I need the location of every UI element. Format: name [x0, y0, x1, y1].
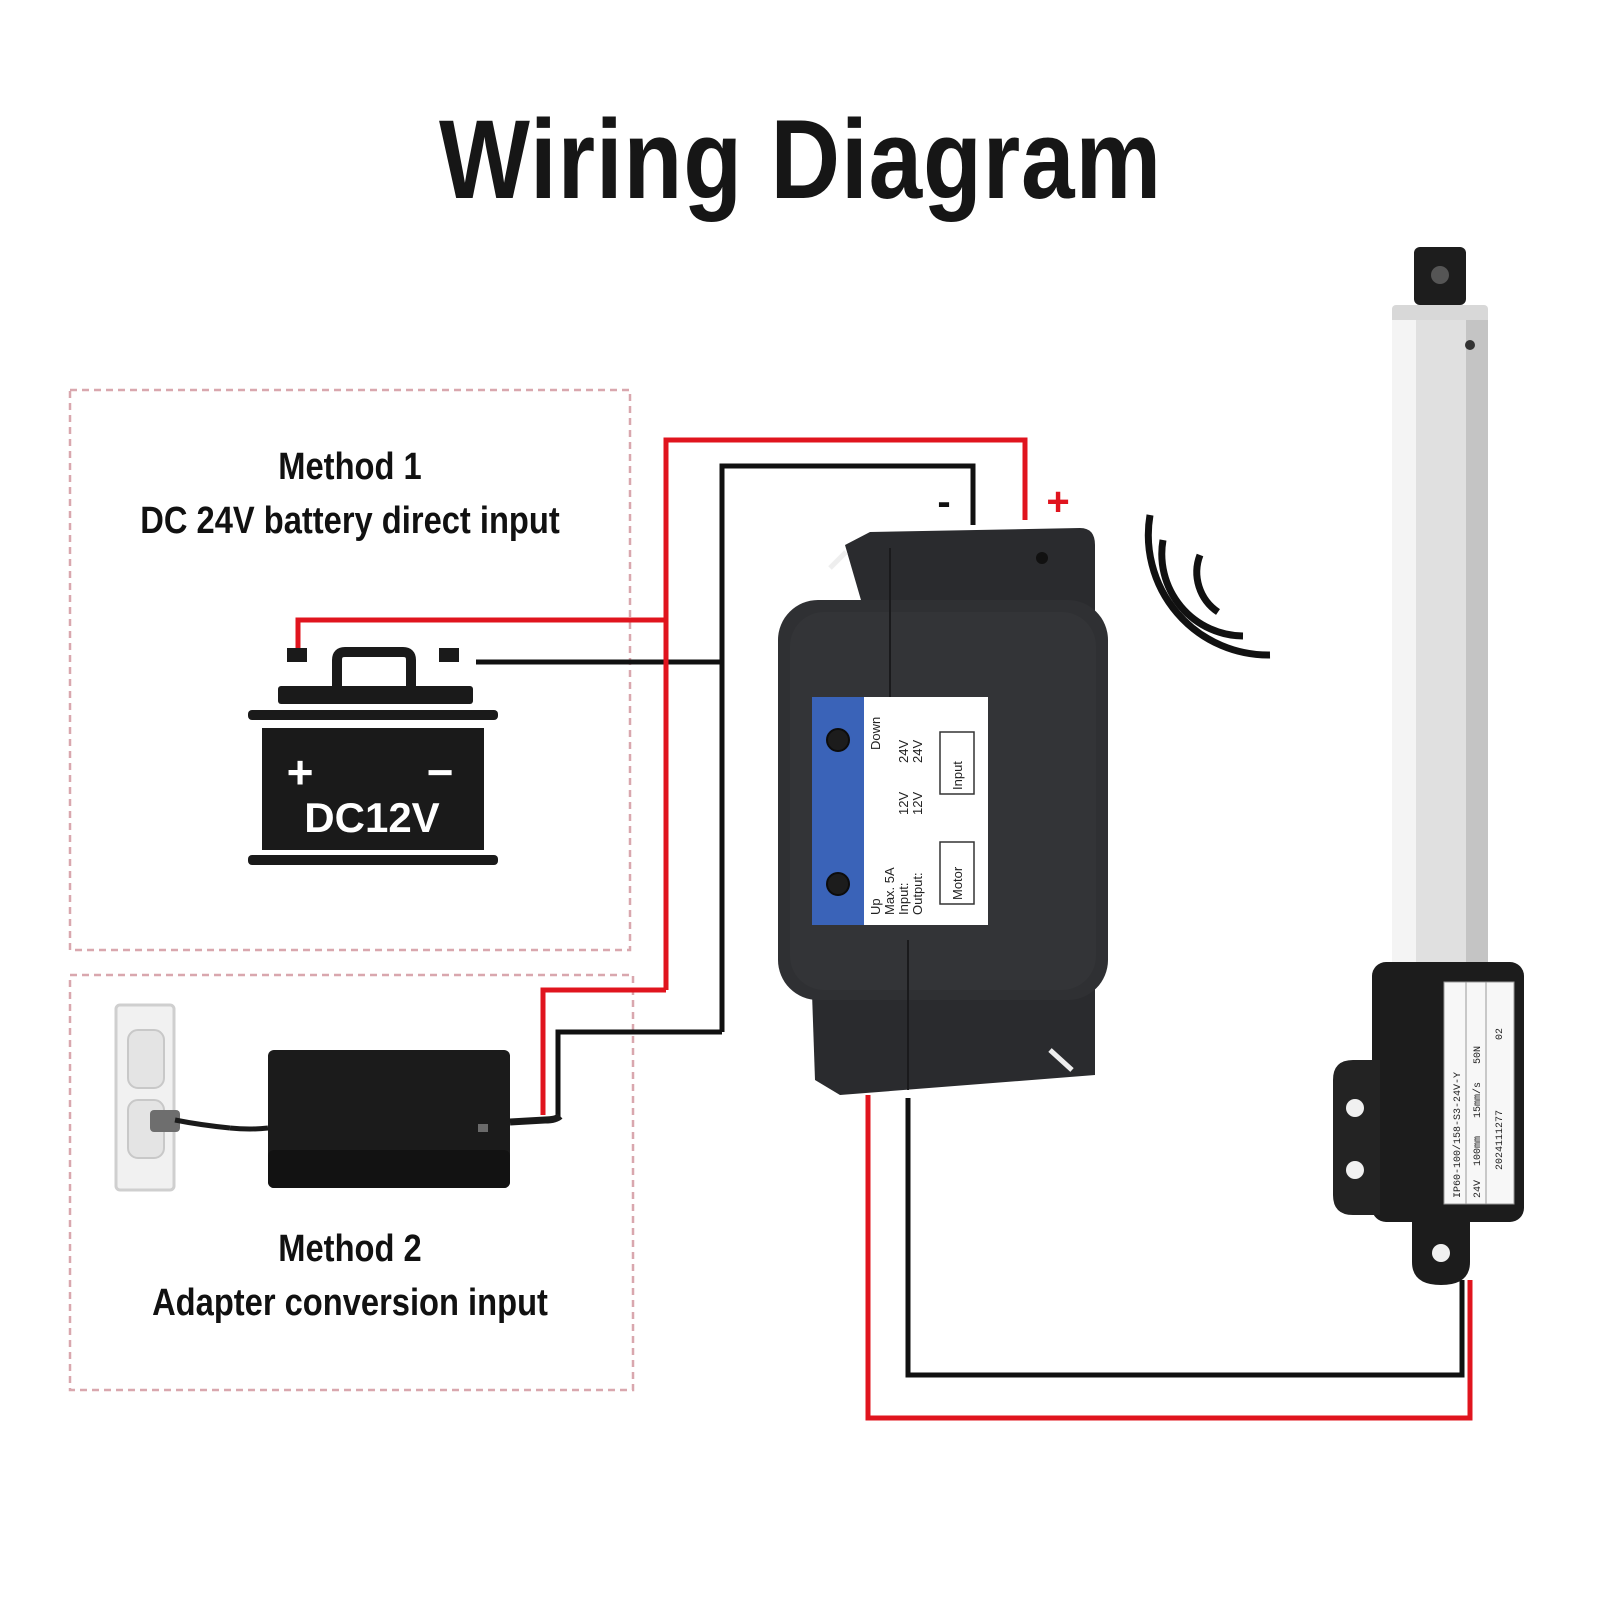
actuator-model: IP60-100/158-S3-24V-Y [1452, 1072, 1464, 1198]
actuator-voltage: 24V [1473, 1180, 1484, 1198]
output-wires [865, 1095, 1473, 1421]
actuator-stroke: 100mm [1473, 1136, 1484, 1166]
down-button-icon [826, 728, 850, 752]
actuator-code: 02 [1495, 1028, 1506, 1040]
adapter-negative-wire [555, 1029, 722, 1118]
panel-max-label: Max. 5A [882, 867, 897, 915]
battery-positive-wire [295, 617, 666, 648]
method2-heading: Method 2 [278, 1228, 422, 1270]
controller-plus-label: + [1046, 480, 1069, 524]
panel-output-24v: 24V [910, 740, 925, 763]
linear-actuator-icon: IP60-100/158-S3-24V-Y 24V 100mm 15mm/s 5… [1333, 247, 1524, 1285]
input-wires [295, 437, 1028, 1118]
negative-trunk-wire [719, 463, 976, 1032]
motor-positive-wire [865, 1095, 1473, 1421]
actuator-force: 50N [1473, 1046, 1484, 1064]
terminal-input-label: Input [950, 761, 965, 790]
panel-input-12v: 12V [896, 792, 911, 815]
controller-minus-label: - [937, 480, 950, 524]
motor-negative-wire [905, 1098, 1465, 1378]
adapter-positive-wire [540, 987, 666, 1115]
panel-up-label: Up [868, 898, 883, 915]
actuator-speed: 15mm/s [1472, 1082, 1484, 1118]
method1-heading: Method 1 [278, 446, 422, 488]
battery-plus-symbol: + [287, 746, 314, 798]
panel-input-24v: 24V [896, 740, 911, 763]
panel-down-label: Down [868, 717, 883, 750]
wall-outlet-icon [114, 1003, 180, 1192]
page-title: Wiring Diagram [439, 97, 1162, 222]
panel-output-label: Output: [910, 872, 925, 915]
panel-input-label: Input: [896, 882, 911, 915]
up-button-icon [826, 872, 850, 896]
actuator-serial: 2024111277 [1495, 1110, 1506, 1170]
method2-description: Adapter conversion input [152, 1282, 548, 1324]
method2-box [68, 973, 635, 1392]
battery-minus-symbol: − [427, 746, 454, 798]
positive-trunk-wire [663, 437, 1028, 990]
method1-caption: Method 1 DC 24V battery direct input [109, 440, 591, 548]
terminal-motor-label: Motor [950, 866, 965, 900]
method1-description: DC 24V battery direct input [140, 500, 560, 542]
wireless-signal-icon [1144, 514, 1271, 659]
battery-icon: + − DC12V [248, 647, 498, 865]
power-adapter-icon [174, 1050, 563, 1188]
panel-output-12v: 12V [910, 792, 925, 815]
battery-label: DC12V [304, 794, 439, 841]
method1-box [68, 388, 632, 952]
method2-caption: Method 2 Adapter conversion input [109, 1222, 591, 1330]
controller-icon: Up Max. 5A Input: Output: 12V 24V 12V 24… [778, 480, 1108, 1095]
